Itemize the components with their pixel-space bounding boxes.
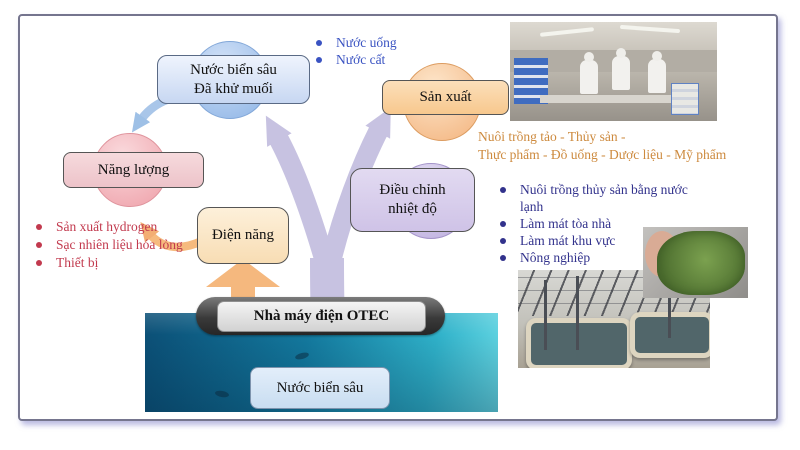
water-use-distilled: Nước cất (336, 52, 386, 67)
energy-node-box: Năng lượng (63, 152, 204, 188)
energy-use-hydrogen: Sản xuất hydrogen (56, 219, 158, 234)
bullet-icon (500, 255, 506, 261)
support-pole (668, 282, 671, 338)
deep-seawater-box: Nước biển sâu (250, 367, 390, 409)
list-item: Làm mát khu vực (500, 232, 696, 249)
ceiling-light (539, 27, 595, 37)
bullet-icon (500, 221, 506, 227)
water-use-drinking: Nước uống (336, 35, 397, 50)
list-item: Nước cất (316, 51, 456, 68)
support-pole (544, 280, 547, 350)
deep-seawater-label: Nước biển sâu (276, 379, 364, 396)
packed-product-crate (671, 83, 699, 115)
water-tank (526, 318, 632, 368)
list-item: Nông nghiệp (500, 249, 696, 266)
list-item: Làm mát tòa nhà (500, 215, 696, 232)
list-item: Sản xuất hydrogen (36, 218, 226, 236)
production-uses-line1: Nuôi trồng tảo - Thủy sản - (478, 129, 626, 144)
electricity-node-box: Điện năng (197, 207, 289, 264)
cooling-use-building: Làm mát tòa nhà (520, 216, 612, 231)
bullet-icon (316, 40, 322, 46)
water-uses-list: Nước uống Nước cất (316, 34, 456, 68)
otec-plant-label: Nhà máy điện OTEC (253, 308, 390, 324)
cooling-use-agriculture: Nông nghiệp (520, 250, 591, 265)
cooling-use-district: Làm mát khu vực (520, 233, 616, 248)
otec-plant-label-plate: Nhà máy điện OTEC (217, 301, 426, 332)
production-node-box: Sản xuất (382, 80, 509, 115)
bullet-icon (316, 57, 322, 63)
factory-interior-photo (510, 22, 717, 121)
worker-figure (612, 48, 630, 90)
desalinated-node-box: Nước biển sâu Đã khử muối (157, 55, 310, 104)
work-table (540, 95, 690, 103)
cooling-uses-list: Nuôi trồng thủy sản bằng nước lạnh Làm m… (500, 181, 696, 266)
list-item: Nước uống (316, 34, 456, 51)
energy-label: Năng lượng (97, 161, 170, 178)
electricity-label: Điện năng (211, 227, 275, 244)
support-pole (576, 276, 579, 350)
list-item: Sạc nhiên liệu hóa lỏng (36, 236, 226, 254)
energy-uses-list: Sản xuất hydrogen Sạc nhiên liệu hóa lỏn… (36, 218, 226, 272)
temperature-label-line1: Điều chỉnh (379, 182, 446, 199)
bullet-icon (500, 238, 506, 244)
energy-use-equipment: Thiết bị (56, 255, 99, 270)
cooling-use-coldwater-aquaculture: Nuôi trồng thủy sản bằng nước lạnh (520, 182, 688, 214)
ceiling-light (619, 24, 681, 34)
production-uses-text: Nuôi trồng tảo - Thủy sản - Thực phẩm - … (478, 128, 778, 164)
worker-figure (648, 51, 666, 93)
hand-holding-seaweed-photo (643, 227, 748, 298)
desalinated-label-line2: Đã khử muối (194, 80, 273, 97)
otec-plant-capsule: Nhà máy điện OTEC (196, 297, 445, 335)
production-label: Sản xuất (419, 89, 472, 106)
bullet-icon (36, 260, 42, 266)
list-item: Thiết bị (36, 254, 226, 272)
seaweed-clump (657, 231, 745, 295)
list-item: Nuôi trồng thủy sản bằng nước lạnh (500, 181, 696, 215)
worker-figure (580, 52, 598, 94)
production-uses-line2: Thực phẩm - Đồ uống - Dược liệu - Mỹ phẩ… (478, 147, 727, 162)
temperature-node-box: Điều chỉnh nhiệt độ (350, 168, 475, 232)
bullet-icon (500, 187, 506, 193)
desalinated-label-line1: Nước biển sâu (190, 61, 277, 78)
bullet-icon (36, 242, 42, 248)
bullet-icon (36, 224, 42, 230)
energy-use-liquid-fuel: Sạc nhiên liệu hóa lỏng (56, 237, 183, 252)
temperature-label-line2: nhiệt độ (388, 201, 437, 217)
